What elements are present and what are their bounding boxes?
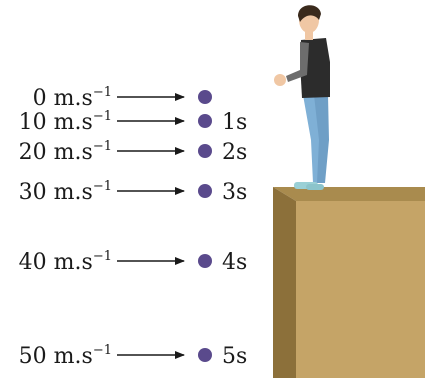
speed-value: 0 — [33, 86, 54, 111]
speed-label: 50 m.s−1 — [19, 343, 112, 369]
speed-value: 30 — [19, 180, 54, 205]
ball — [198, 90, 212, 104]
box-side — [273, 187, 296, 378]
velocity-row: 10 m.s−1 1s — [19, 109, 248, 135]
velocity-row: 0 m.s−1 — [33, 85, 212, 111]
speed-value: 40 — [19, 250, 54, 275]
velocity-row: 40 m.s−1 4s — [19, 249, 248, 275]
speed-exponent: −1 — [93, 85, 112, 100]
speed-value: 10 — [19, 110, 54, 135]
time-label: 4s — [222, 250, 247, 275]
time-label: 2s — [222, 140, 247, 165]
time-label: 5s — [222, 344, 247, 369]
speed-label: 0 m.s−1 — [33, 85, 112, 111]
time-label: 1s — [222, 110, 247, 135]
speed-exponent: −1 — [93, 139, 112, 154]
ball — [198, 254, 212, 268]
velocity-row: 50 m.s−1 5s — [19, 343, 248, 369]
speed-unit: m.s — [54, 180, 93, 205]
ball — [198, 184, 212, 198]
speed-exponent: −1 — [93, 249, 112, 264]
speed-label: 30 m.s−1 — [19, 179, 112, 205]
speed-exponent: −1 — [93, 109, 112, 124]
velocity-row: 30 m.s−1 3s — [19, 179, 248, 205]
time-label: 3s — [222, 180, 247, 205]
speed-value: 50 — [19, 344, 54, 369]
ball — [198, 114, 212, 128]
speed-unit: m.s — [54, 344, 93, 369]
speed-unit: m.s — [54, 110, 93, 135]
speed-unit: m.s — [54, 250, 93, 275]
speed-label: 10 m.s−1 — [19, 109, 112, 135]
box-front — [296, 201, 425, 378]
ball — [198, 348, 212, 362]
box — [273, 187, 425, 378]
speed-exponent: −1 — [93, 343, 112, 358]
speed-exponent: −1 — [93, 179, 112, 194]
ball — [198, 144, 212, 158]
speed-unit: m.s — [54, 86, 93, 111]
speed-label: 40 m.s−1 — [19, 249, 112, 275]
person-figure — [274, 5, 330, 190]
speed-label: 20 m.s−1 — [19, 139, 112, 165]
velocity-row: 20 m.s−1 2s — [19, 139, 248, 165]
speed-value: 20 — [19, 140, 54, 165]
speed-unit: m.s — [54, 140, 93, 165]
box-top — [273, 187, 425, 201]
